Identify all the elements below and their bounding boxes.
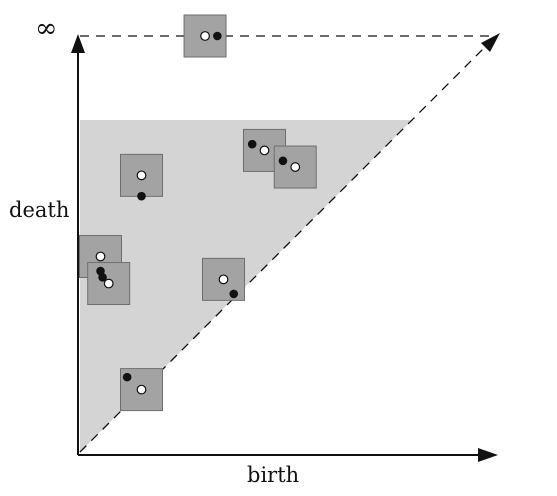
hollow-point-pair-upper-left [136, 170, 147, 181]
filled-point-pair-top-right-a [247, 139, 257, 149]
y-axis-label: death [9, 198, 70, 222]
diagonal-arrowhead [481, 33, 500, 52]
point-layer [95, 31, 301, 395]
filled-point-infinite-pair [213, 31, 222, 41]
infinity-label: ∞ [35, 13, 58, 44]
x-axis-arrowhead [478, 448, 498, 462]
filled-point-pair-upper-left [137, 191, 146, 201]
filled-point-pair-middle [229, 289, 239, 299]
hollow-point-pair-bottom [136, 384, 147, 395]
hollow-point-pair-top-right-a [259, 145, 270, 156]
filled-point-pair-left-b [96, 266, 105, 276]
x-axis-label: birth [247, 463, 300, 487]
y-axis-arrowhead [71, 34, 85, 53]
hollow-point-pair-top-right-b [290, 162, 301, 172]
hollow-point-infinite-pair [200, 31, 210, 41]
hollow-point-pair-left-b [103, 278, 114, 289]
filled-point-pair-bottom [122, 372, 132, 382]
hollow-point-pair-middle [218, 274, 229, 285]
hollow-point-pair-left-a [95, 251, 106, 262]
filled-point-pair-top-right-b [278, 156, 288, 166]
